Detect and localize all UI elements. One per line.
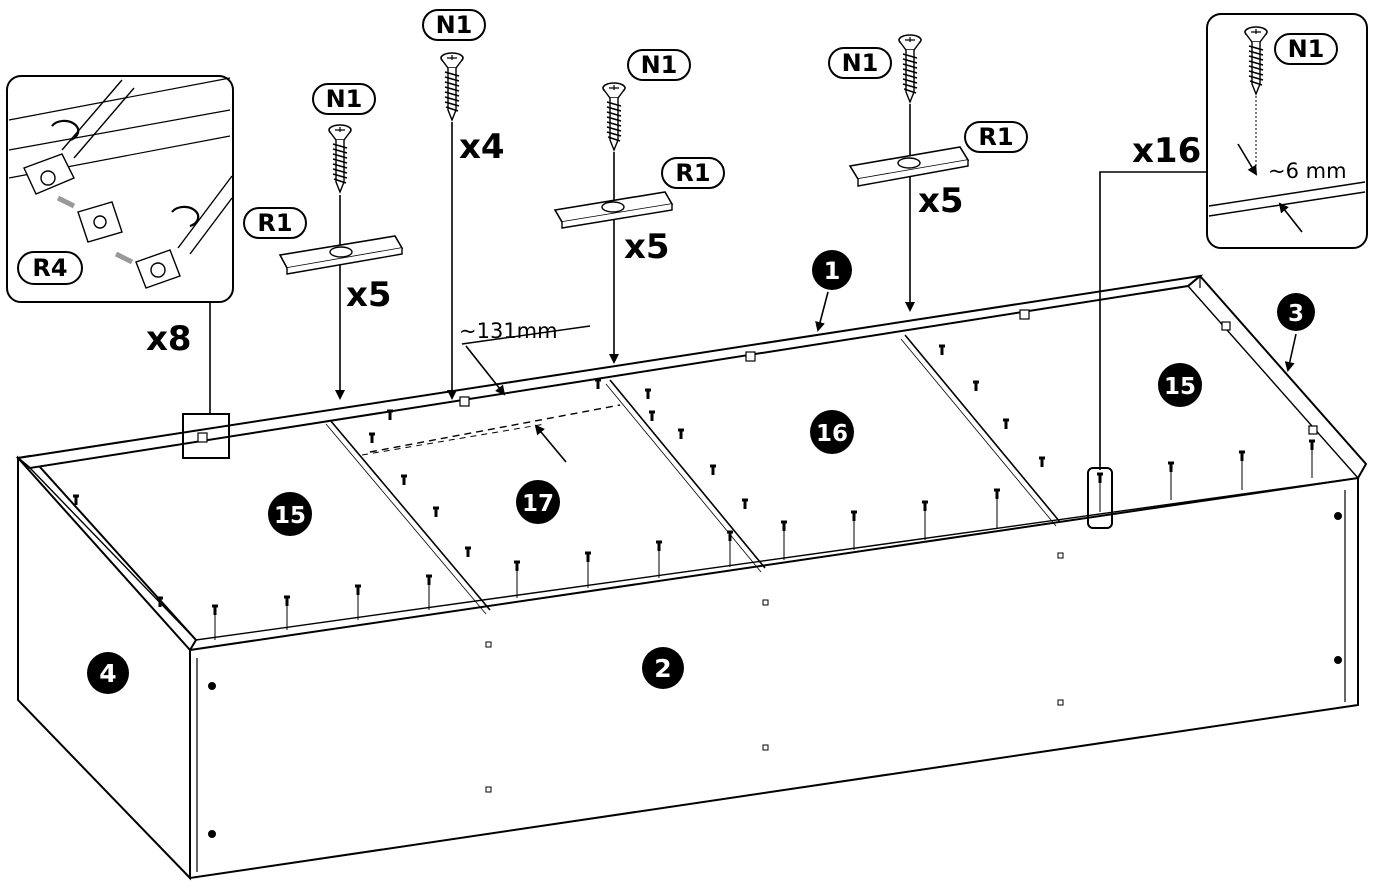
- rail-cams: [197, 309, 1318, 443]
- svg-text:N1: N1: [1288, 35, 1325, 63]
- inset-depth: ~6 mm: [1087, 13, 1368, 529]
- spacing-dimension: ~131mm: [459, 319, 591, 463]
- svg-text:17: 17: [522, 491, 554, 517]
- cabinet: [15, 274, 1368, 881]
- n1-label-d: N1: [828, 47, 892, 79]
- part-3-label: 3: [1277, 293, 1315, 372]
- qty-x5-a: x5: [346, 275, 392, 315]
- screw-group-c: [553, 82, 674, 364]
- part-16-label: 16: [810, 410, 854, 454]
- part-4-label: 4: [87, 652, 129, 694]
- qty-x5-c: x5: [918, 181, 964, 221]
- hardware-labels: N1 N1 N1 N1 N1 R1 R1 R1: [243, 9, 1338, 239]
- screw-group-d: [848, 34, 970, 312]
- svg-text:N1: N1: [641, 51, 678, 79]
- inset-r4: R4: [6, 75, 234, 459]
- front-panel-2: [189, 476, 1359, 880]
- svg-text:R1: R1: [257, 209, 292, 237]
- part-labels: 1 3 2 4 15 15 16 17: [87, 250, 1315, 694]
- svg-text:4: 4: [99, 659, 116, 688]
- part-2-label: 2: [642, 647, 684, 689]
- svg-text:N1: N1: [326, 85, 363, 113]
- depth-dimension-label: ~6 mm: [1268, 159, 1347, 183]
- n1-label-c: N1: [627, 49, 691, 81]
- qty-x4: x4: [459, 127, 505, 167]
- plate-r1-a: [278, 235, 404, 275]
- part-15-right-label: 15: [1158, 363, 1202, 407]
- plate-r1-c: [553, 191, 674, 229]
- r1-label-c: R1: [661, 157, 725, 189]
- screw-group-b: [440, 52, 464, 400]
- svg-text:N1: N1: [436, 11, 473, 39]
- front-holes: [208, 512, 1342, 838]
- r1-label-a: R1: [243, 207, 307, 239]
- back-rail-1: [15, 274, 1204, 470]
- qty-x16: x16: [1132, 131, 1201, 171]
- r1-label-d: R1: [964, 121, 1028, 153]
- r4-label: R4: [32, 254, 67, 282]
- screw-group-a: [278, 124, 404, 400]
- svg-text:N1: N1: [842, 49, 879, 77]
- n1-label-b: N1: [422, 9, 486, 41]
- front-nails: [71, 344, 1317, 640]
- n1-label-a: N1: [312, 83, 376, 115]
- quantity-labels: x8 x5 x4 x5 x5 x16: [146, 127, 1201, 359]
- side-panel-3: [1187, 274, 1368, 479]
- part-15-left-label: 15: [268, 492, 312, 536]
- part-17-label: 17: [516, 480, 560, 524]
- svg-text:1: 1: [824, 257, 841, 285]
- part-1-label: 1: [812, 250, 852, 332]
- svg-text:R1: R1: [978, 123, 1013, 151]
- svg-text:3: 3: [1288, 301, 1304, 327]
- svg-text:16: 16: [816, 421, 848, 447]
- svg-text:15: 15: [274, 503, 306, 529]
- svg-text:R1: R1: [675, 159, 710, 187]
- qty-x5-b: x5: [624, 227, 670, 267]
- plate-r1-d: [848, 146, 970, 187]
- n1-label-inset: N1: [1274, 33, 1338, 65]
- svg-text:15: 15: [1164, 374, 1196, 400]
- spacing-dimension-label: ~131mm: [459, 319, 558, 343]
- qty-x8: x8: [146, 319, 192, 359]
- svg-text:2: 2: [654, 654, 671, 683]
